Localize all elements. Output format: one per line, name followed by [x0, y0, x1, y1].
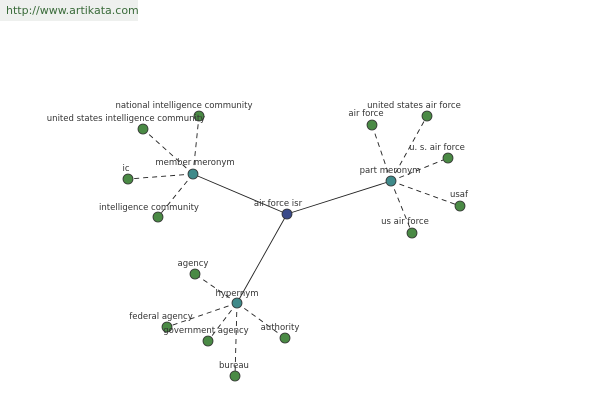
edge-part-meronym-us-air-force: [390, 180, 413, 234]
term-node-us-air-force[interactable]: [406, 227, 418, 239]
edge-member-meronym-ic: [127, 173, 194, 180]
term-node-intelligence-community[interactable]: [152, 211, 164, 223]
term-label-united-states-air-force[interactable]: united states air force: [367, 101, 461, 111]
term-label-ic[interactable]: ic: [122, 164, 129, 174]
term-label-agency[interactable]: agency: [178, 259, 209, 269]
edge-center-member-meronym: [192, 173, 288, 215]
center-label[interactable]: air force isr: [254, 199, 303, 209]
edge-part-meronym-air-force: [371, 124, 392, 182]
term-node-authority[interactable]: [279, 332, 291, 344]
center-node[interactable]: [281, 208, 293, 220]
term-label-us-air-force[interactable]: us air force: [381, 217, 429, 227]
term-label-u-s-air-force[interactable]: u. s. air force: [409, 143, 465, 153]
term-label-united-states-intelligence-community[interactable]: united states intelligence community: [47, 114, 205, 124]
site-link[interactable]: http://www.artikata.com: [0, 0, 139, 21]
term-node-federal-agency[interactable]: [161, 321, 173, 333]
edge-center-hypernym: [236, 213, 288, 304]
relation-node-member-meronym[interactable]: [187, 168, 199, 180]
relation-node-part-meronym[interactable]: [385, 175, 397, 187]
term-node-government-agency[interactable]: [202, 335, 214, 347]
term-label-usaf[interactable]: usaf: [450, 190, 469, 200]
term-node-united-states-air-force[interactable]: [421, 110, 433, 122]
relation-node-hypernym[interactable]: [231, 297, 243, 309]
edge-member-meronym-intelligence-community: [157, 173, 194, 218]
term-node-air-force[interactable]: [366, 119, 378, 131]
edge-member-meronym-united-states-intelligence-community: [142, 128, 194, 175]
edge-hypernym-bureau: [234, 302, 238, 377]
term-label-government-agency[interactable]: government agency: [163, 326, 248, 336]
edge-center-part-meronym: [286, 180, 392, 215]
term-label-intelligence-community[interactable]: intelligence community: [99, 203, 199, 213]
term-node-usaf[interactable]: [454, 200, 466, 212]
term-label-national-intelligence-community[interactable]: national intelligence community: [115, 101, 252, 111]
term-label-air-force[interactable]: air force: [348, 109, 383, 119]
edge-part-meronym-usaf: [390, 180, 461, 207]
term-label-federal-agency[interactable]: federal agency: [129, 312, 193, 322]
relation-label-part-meronym[interactable]: part meronym: [360, 166, 421, 176]
term-node-ic[interactable]: [122, 173, 134, 185]
relation-label-member-meronym[interactable]: member meronym: [155, 158, 234, 168]
edge-part-meronym-u-s-air-force: [390, 157, 449, 182]
relation-label-hypernym[interactable]: hypernym: [215, 289, 258, 299]
term-node-united-states-intelligence-community[interactable]: [137, 123, 149, 135]
term-node-national-intelligence-community[interactable]: [193, 110, 205, 122]
term-node-u-s-air-force[interactable]: [442, 152, 454, 164]
term-label-bureau[interactable]: bureau: [219, 361, 249, 371]
edge-hypernym-authority: [236, 302, 286, 339]
edge-hypernym-federal-agency: [166, 302, 238, 328]
edge-part-meronym-united-states-air-force: [390, 115, 428, 182]
term-node-agency[interactable]: [189, 268, 201, 280]
edge-hypernym-government-agency: [207, 302, 238, 342]
edge-member-meronym-national-intelligence-community: [192, 115, 200, 175]
term-label-authority[interactable]: authority: [261, 323, 300, 333]
term-node-bureau[interactable]: [229, 370, 241, 382]
